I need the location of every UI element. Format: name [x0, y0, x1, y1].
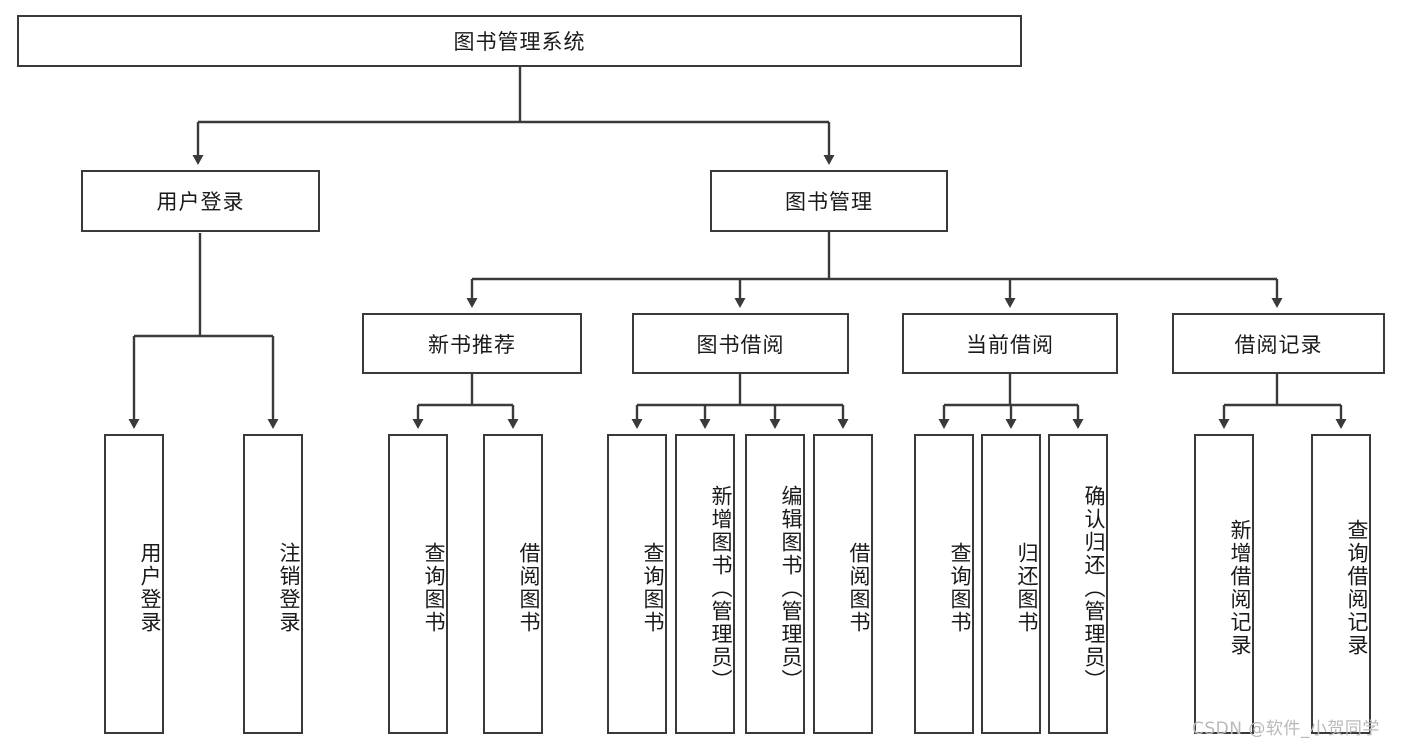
node-label: 归还图书: [1015, 542, 1039, 634]
leaf-borrow-add-book[interactable]: 新增图书（管理员）: [675, 434, 735, 734]
node-label: 查询图书: [948, 542, 972, 634]
leaf-recommend-borrow-book[interactable]: 借阅图书: [483, 434, 543, 734]
node-label: 新书推荐: [428, 332, 516, 357]
node-new-book-recommend[interactable]: 新书推荐: [362, 313, 582, 374]
node-label: 确认归还（管理员）: [1082, 484, 1106, 692]
leaf-record-query-record[interactable]: 查询借阅记录: [1311, 434, 1371, 734]
node-label: 借阅图书: [847, 542, 871, 634]
leaf-record-add-record[interactable]: 新增借阅记录: [1194, 434, 1254, 734]
node-label: 当前借阅: [966, 332, 1054, 357]
node-label: 用户登录: [138, 542, 162, 634]
node-label: 用户登录: [156, 190, 245, 214]
leaf-user-login-login[interactable]: 用户登录: [104, 434, 164, 734]
node-borrow-record[interactable]: 借阅记录: [1172, 313, 1385, 374]
node-label: 新增借阅记录: [1228, 519, 1252, 657]
node-label: 查询图书: [422, 542, 446, 634]
node-label: 图书管理系统: [453, 30, 586, 54]
node-label: 注销登录: [277, 542, 301, 634]
node-user-login[interactable]: 用户登录: [81, 170, 320, 232]
node-label: 新增图书（管理员）: [709, 484, 733, 692]
node-book-borrow[interactable]: 图书借阅: [632, 313, 849, 374]
node-book-management[interactable]: 图书管理: [710, 170, 948, 232]
node-current-borrow[interactable]: 当前借阅: [902, 313, 1118, 374]
node-label: 图书借阅: [696, 332, 785, 357]
leaf-user-login-logout[interactable]: 注销登录: [243, 434, 303, 734]
leaf-borrow-edit-book[interactable]: 编辑图书（管理员）: [745, 434, 805, 734]
node-label: 借阅记录: [1234, 332, 1323, 357]
leaf-borrow-query-book[interactable]: 查询图书: [607, 434, 667, 734]
leaf-current-confirm-return[interactable]: 确认归还（管理员）: [1048, 434, 1108, 734]
leaf-current-return-book[interactable]: 归还图书: [981, 434, 1041, 734]
node-label: 编辑图书（管理员）: [779, 484, 803, 692]
csdn-watermark: CSDN @软件_小贺同学: [1192, 719, 1380, 739]
node-label: 查询借阅记录: [1345, 519, 1369, 657]
node-label: 查询图书: [641, 542, 665, 634]
node-root-system[interactable]: 图书管理系统: [17, 15, 1022, 67]
leaf-current-query-book[interactable]: 查询图书: [914, 434, 974, 734]
leaf-borrow-borrow-book[interactable]: 借阅图书: [813, 434, 873, 734]
leaf-recommend-query-book[interactable]: 查询图书: [388, 434, 448, 734]
node-label: 借阅图书: [517, 542, 541, 634]
node-label: 图书管理: [785, 190, 873, 214]
